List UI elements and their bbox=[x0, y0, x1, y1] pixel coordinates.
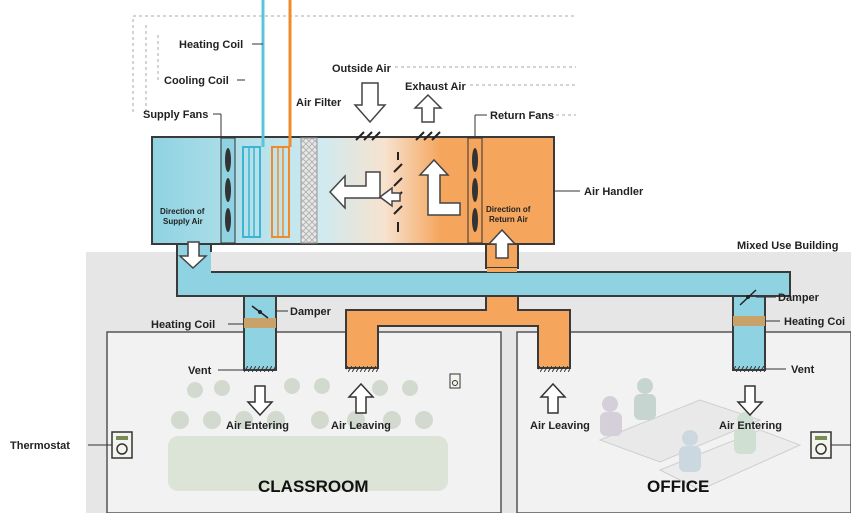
outside-air-damper bbox=[355, 131, 381, 141]
supply-air-direction-arrow bbox=[178, 241, 208, 270]
supply-fans-label: Supply Fans bbox=[143, 109, 208, 121]
classroom-label: CLASSROOM bbox=[258, 477, 369, 496]
cooling-coil-label: Cooling Coil bbox=[164, 75, 229, 87]
exhaust-air-label: Exhaust Air bbox=[405, 81, 466, 93]
air-leaving-right-arrow bbox=[539, 382, 567, 414]
exhaust-air-damper bbox=[415, 131, 441, 141]
air-entering-left-arrow bbox=[246, 385, 274, 417]
return-duct-branch bbox=[345, 295, 571, 369]
return-air-direction-arrow bbox=[487, 228, 517, 259]
mixed-air-arrow bbox=[328, 171, 381, 210]
direction-supply-label-1: Direction of bbox=[160, 207, 205, 216]
exhaust-air-arrow bbox=[413, 93, 443, 123]
recirculation-arrow bbox=[378, 186, 401, 208]
air-leaving-left-label: Air Leaving bbox=[331, 420, 391, 432]
air-entering-left-label: Air Entering bbox=[226, 420, 289, 432]
classroom-sensor-icon bbox=[449, 373, 461, 389]
direction-return-label-2: Return Air bbox=[489, 215, 528, 224]
supply-drop-left bbox=[243, 295, 277, 371]
air-entering-right-arrow bbox=[736, 385, 764, 417]
return-fans-label: Return Fans bbox=[490, 110, 554, 122]
air-filter-label: Air Filter bbox=[296, 97, 342, 109]
mixed-use-building-label: Mixed Use Building bbox=[737, 240, 838, 252]
office-people bbox=[598, 378, 802, 491]
outside-air-arrow bbox=[353, 82, 387, 124]
return-fans bbox=[467, 137, 483, 244]
heating-coil-right-label: Heating Coi bbox=[784, 316, 845, 328]
vent-right-label: Vent bbox=[791, 364, 815, 376]
classroom-people bbox=[168, 378, 448, 491]
damper-left-label: Damper bbox=[290, 306, 332, 318]
outside-air-label: Outside Air bbox=[332, 63, 392, 75]
return-air-arrow-in-ah bbox=[418, 158, 461, 216]
direction-supply-label-2: Supply Air bbox=[163, 217, 203, 226]
supply-drop-right bbox=[732, 295, 766, 371]
thermostat-label: Thermostat bbox=[10, 440, 70, 452]
thermostat-right-icon bbox=[810, 431, 832, 459]
control-lines bbox=[132, 15, 576, 116]
cooling-coil bbox=[242, 146, 261, 238]
heating-coil-left-element bbox=[244, 318, 276, 328]
heating-coil bbox=[271, 146, 290, 238]
supply-fans bbox=[220, 137, 236, 244]
air-entering-right-label: Air Entering bbox=[719, 420, 782, 432]
heating-coil-left-label: Heating Coil bbox=[151, 319, 215, 331]
damper-right-label: Damper bbox=[778, 292, 820, 304]
office-label: OFFICE bbox=[647, 477, 709, 496]
air-leaving-left-arrow bbox=[347, 382, 375, 414]
leader-lines bbox=[213, 43, 786, 371]
vent-left-label: Vent bbox=[188, 365, 212, 377]
heating-coil-top-label: Heating Coil bbox=[179, 39, 243, 51]
thermostat-left-icon bbox=[111, 431, 133, 459]
direction-return-label-1: Direction of bbox=[486, 205, 531, 214]
air-handler-label: Air Handler bbox=[584, 186, 644, 198]
heating-coil-right-element bbox=[733, 316, 765, 326]
air-filter bbox=[300, 137, 318, 244]
air-leaving-right-label: Air Leaving bbox=[530, 420, 590, 432]
